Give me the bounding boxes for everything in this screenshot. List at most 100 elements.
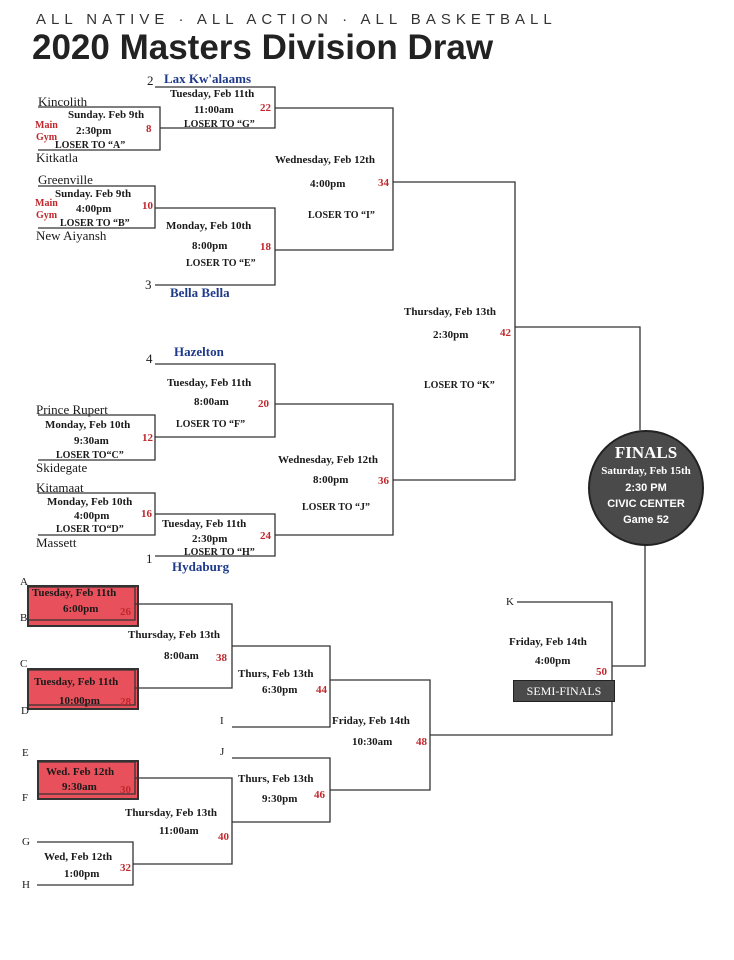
team-new-aiyansh: New Aiyansh	[36, 228, 107, 243]
game-34-number: 34	[378, 177, 389, 189]
team-bella-bella: Bella Bella	[170, 285, 230, 300]
game-30-highlight	[37, 760, 139, 800]
game-42-time: 2:30pm	[433, 329, 469, 341]
game-10-number: 10	[142, 200, 153, 212]
game-34-day: Wednesday, Feb 12th	[275, 154, 375, 166]
game-8-loser: LOSER TO “A”	[55, 140, 126, 151]
game-10-time: 4:00pm	[76, 203, 112, 215]
game-36-time: 8:00pm	[313, 474, 349, 486]
semi-finals-label: SEMI-FINALS	[513, 680, 615, 702]
game-46-time: 9:30pm	[262, 793, 298, 805]
page-title: 2020 Masters Division Draw	[32, 28, 494, 67]
game-16-number: 16	[141, 508, 152, 520]
slot-i: I	[220, 715, 224, 727]
game-40-day: Thursday, Feb 13th	[125, 807, 217, 819]
team-kitamaat: Kitamaat	[36, 480, 84, 495]
game-50-time: 4:00pm	[535, 655, 571, 667]
game-20-time: 8:00am	[194, 396, 229, 408]
game-12-day: Monday, Feb 10th	[45, 419, 131, 431]
game-16-time: 4:00pm	[74, 510, 110, 522]
game-16-day: Monday, Feb 10th	[47, 496, 133, 508]
team-skidegate: Skidegate	[36, 460, 88, 475]
game-28-day: Tuesday, Feb 11th	[34, 676, 119, 688]
game-22-time: 11:00am	[194, 104, 234, 116]
finals-title: FINALS	[614, 443, 678, 462]
game-28-number: 28	[120, 696, 131, 708]
game-24-loser: LOSER TO “H”	[184, 547, 255, 558]
game-8-time: 2:30pm	[76, 125, 112, 137]
game-38-day: Thursday, Feb 13th	[128, 629, 220, 641]
game-46-day: Thurs, Feb 13th	[238, 773, 314, 785]
game-22-number: 22	[260, 102, 271, 114]
game-38-number: 38	[216, 652, 227, 664]
game-8-number: 8	[146, 123, 152, 135]
slot-b: B	[20, 612, 28, 624]
game-48-day: Friday, Feb 14th	[332, 715, 410, 727]
slot-e: E	[22, 747, 29, 759]
game-48-time: 10:30am	[352, 736, 393, 748]
game-24-number: 24	[260, 530, 271, 542]
game-10-venue: Main	[35, 198, 58, 209]
game-8-venue: Main	[35, 120, 58, 131]
team-kitkatla: Kitkatla	[36, 150, 78, 165]
game-18-number: 18	[260, 241, 271, 253]
game-12-number: 12	[142, 432, 153, 444]
game-26-day: Tuesday, Feb 11th	[32, 587, 117, 599]
game-42-loser: LOSER TO “K”	[424, 380, 495, 391]
slot-c: C	[20, 658, 28, 670]
seed-2: 2	[147, 73, 154, 88]
game-18-day: Monday, Feb 10th	[166, 220, 252, 232]
tagline: ALL NATIVE · ALL ACTION · ALL BASKETBALL	[36, 11, 557, 28]
game-34-loser: LOSER TO “I”	[308, 210, 375, 221]
game-20-day: Tuesday, Feb 11th	[167, 377, 252, 389]
game-18-loser: LOSER TO “E”	[186, 258, 256, 269]
slot-a: A	[20, 576, 28, 588]
team-kincolith: Kincolith	[38, 94, 88, 109]
seed-1: 1	[146, 551, 153, 566]
slot-g: G	[22, 836, 30, 848]
slot-j: J	[220, 746, 225, 758]
seed-3: 3	[145, 277, 152, 292]
game-28-highlight	[27, 668, 139, 710]
game-8-day: Sunday. Feb 9th	[68, 109, 145, 121]
game-28-time: 10:00pm	[59, 695, 100, 707]
finals-badge: FINALS Saturday, Feb 15th 2:30 PM CIVIC …	[588, 430, 704, 546]
finals-day: Saturday, Feb 15th	[601, 465, 691, 477]
semi-finals-text: SEMI-FINALS	[526, 684, 602, 698]
game-26-time: 6:00pm	[63, 603, 99, 615]
game-42-number: 42	[500, 327, 511, 339]
game-36-loser: LOSER TO “J”	[302, 502, 370, 513]
game-18-time: 8:00pm	[192, 240, 228, 252]
team-prince-rupert: Prince Rupert	[36, 402, 108, 417]
team-hydaburg: Hydaburg	[172, 559, 230, 574]
team-lax-kwalaams: Lax Kw'alaams	[164, 71, 252, 86]
seed-4: 4	[146, 351, 153, 366]
slot-k: K	[506, 596, 514, 608]
game-26-number: 26	[120, 606, 131, 618]
finals-game: Game 52	[623, 514, 669, 526]
game-22-day: Tuesday, Feb 11th	[170, 88, 255, 100]
game-44-time: 6:30pm	[262, 684, 298, 696]
game-44-day: Thurs, Feb 13th	[238, 668, 314, 680]
game-50-day: Friday, Feb 14th	[509, 636, 587, 648]
game-16-loser: LOSER TO“D”	[56, 524, 124, 535]
game-32-number: 32	[120, 862, 131, 874]
game-30-time: 9:30am	[62, 781, 97, 793]
game-46-number: 46	[314, 789, 325, 801]
game-44-number: 44	[316, 684, 327, 696]
game-30-day: Wed. Feb 12th	[46, 766, 115, 778]
game-42-day: Thursday, Feb 13th	[404, 306, 496, 318]
game-30-number: 30	[120, 784, 131, 796]
game-12-time: 9:30am	[74, 435, 109, 447]
game-22-loser: LOSER TO “G”	[184, 119, 255, 130]
game-20-loser: LOSER TO “F”	[176, 419, 246, 430]
game-24-time: 2:30pm	[192, 533, 228, 545]
game-32-time: 1:00pm	[64, 868, 100, 880]
game-8-venue-2: Gym	[36, 132, 58, 143]
game-48-number: 48	[416, 736, 427, 748]
game-40-time: 11:00am	[159, 825, 199, 837]
game-40-number: 40	[218, 831, 229, 843]
game-36-day: Wednesday, Feb 12th	[278, 454, 378, 466]
finals-time: 2:30 PM	[625, 482, 667, 494]
